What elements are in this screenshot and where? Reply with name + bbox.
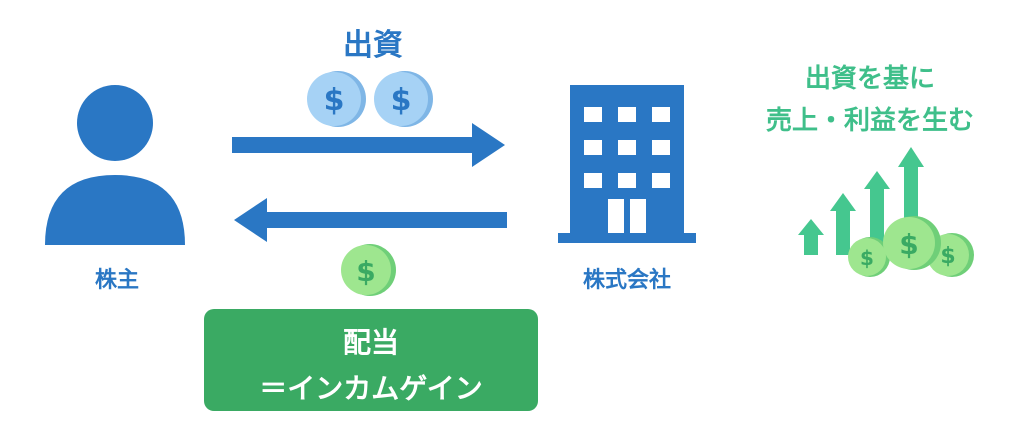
coin-dollar-sign: $ <box>940 244 955 269</box>
person-icon <box>45 85 185 245</box>
coin-dollar-sign: $ <box>356 255 375 288</box>
dividend-box: 配当 ＝インカムゲイン <box>204 309 538 411</box>
growth-chart-icon: $ $ $ <box>798 147 974 277</box>
growth-caption-line1: 出資を基に <box>804 64 935 94</box>
shareholder-label: 株主 <box>94 268 139 293</box>
green-coin-icon: $ <box>341 244 396 296</box>
blue-coin-icon: $ <box>307 71 366 127</box>
coin-dollar-sign: $ <box>860 246 874 270</box>
arrow-right-icon <box>232 123 505 167</box>
income-gain-text: ＝インカムゲイン <box>259 372 483 405</box>
coin-dollar-sign: $ <box>324 83 345 118</box>
arrow-left-icon <box>234 198 507 242</box>
investment-label: 出資 <box>343 28 403 63</box>
blue-coin-icon: $ <box>374 71 433 127</box>
building-icon <box>558 85 696 243</box>
green-coin-icon: $ <box>848 237 890 277</box>
growth-caption-line2: 売上・利益を生む <box>765 106 974 136</box>
dividend-title: 配当 <box>342 326 399 359</box>
coin-dollar-sign: $ <box>391 83 412 118</box>
green-coin-icon: $ <box>883 216 941 270</box>
company-label: 株式会社 <box>582 268 671 293</box>
coin-dollar-sign: $ <box>899 228 918 261</box>
